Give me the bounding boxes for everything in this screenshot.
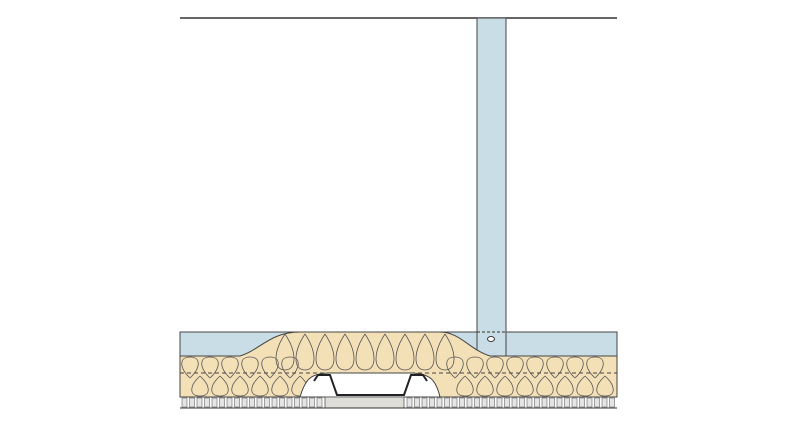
vertical-stud (476, 17, 507, 357)
batten (534, 397, 540, 408)
insulation-lobe (415, 333, 435, 371)
batten (286, 397, 293, 408)
insulation-lobe (251, 375, 269, 397)
insulation-lobe (275, 333, 295, 371)
insulation-lobe (211, 375, 229, 397)
batten (181, 397, 188, 408)
insulation-lobe (476, 375, 494, 397)
batten (414, 397, 420, 408)
insulation-lobe (181, 356, 199, 379)
batten (271, 397, 278, 408)
insulation-lobe (486, 356, 504, 379)
fastener-hole (487, 336, 495, 342)
batten (519, 397, 525, 408)
insulation-lobe (596, 375, 614, 397)
batten (609, 397, 615, 408)
insulation-lobe (335, 333, 355, 371)
batten (556, 397, 563, 408)
insulation-lobe (281, 356, 299, 379)
insulation-lobe (295, 333, 315, 371)
batten (316, 397, 323, 408)
insulation-lobe (556, 375, 574, 397)
insulation-layer (179, 331, 618, 398)
batten (196, 397, 203, 408)
batten (294, 397, 300, 408)
batten (504, 397, 510, 408)
batten (541, 397, 548, 408)
batten (586, 397, 593, 408)
batten (189, 397, 195, 408)
batten (594, 397, 600, 408)
insulation-lobe (395, 333, 415, 371)
insulation-lobe (566, 356, 584, 379)
insulation-lobe (506, 356, 524, 379)
insulation-lobe (456, 375, 474, 397)
batten (466, 397, 473, 408)
batten-strip (181, 397, 615, 408)
batten (211, 397, 218, 408)
batten (219, 397, 225, 408)
insulation-lobe (435, 333, 455, 371)
insulation-lobe (536, 375, 554, 397)
insulation-lobe (271, 375, 289, 397)
batten (564, 397, 570, 408)
batten (429, 397, 435, 408)
cavity (299, 372, 441, 398)
insulation-lobe (526, 356, 544, 379)
insulation-lobe (586, 356, 604, 379)
batten (474, 397, 480, 408)
insulation-lobe (191, 375, 209, 397)
batten (264, 397, 270, 408)
batten (459, 397, 465, 408)
batten (601, 397, 608, 408)
insulation-lobe (375, 333, 395, 371)
batten (279, 397, 285, 408)
batten (571, 397, 578, 408)
batten (451, 397, 458, 408)
insulation-lobe (466, 356, 484, 379)
insulation-lobe (576, 375, 594, 397)
batten (204, 397, 210, 408)
batten (256, 397, 263, 408)
batten (511, 397, 518, 408)
batten (301, 397, 308, 408)
insulation-lobe (261, 356, 279, 379)
batten (579, 397, 585, 408)
batten (481, 397, 488, 408)
batten (496, 397, 503, 408)
batten (421, 397, 428, 408)
batten (549, 397, 555, 408)
batten (526, 397, 533, 408)
insulation-lobe (201, 356, 219, 379)
insulation-lobe (221, 356, 239, 379)
ceiling-panel (324, 396, 405, 409)
insulation-lobe (496, 375, 514, 397)
batten (489, 397, 495, 408)
insulation-lobe (315, 333, 335, 371)
batten (436, 397, 443, 408)
insulation-lobe (231, 375, 249, 397)
insulation-lobes (181, 333, 614, 397)
insulation-lobe (241, 356, 259, 379)
insulation-lobe (355, 333, 375, 371)
insulation-lobe (546, 356, 564, 379)
hat-channel (313, 374, 428, 396)
batten (226, 397, 233, 408)
batten (309, 397, 315, 408)
batten (406, 397, 413, 408)
batten (234, 397, 240, 408)
insulation-lobe (516, 375, 534, 397)
batten (241, 397, 248, 408)
batten (249, 397, 255, 408)
batten (444, 397, 450, 408)
